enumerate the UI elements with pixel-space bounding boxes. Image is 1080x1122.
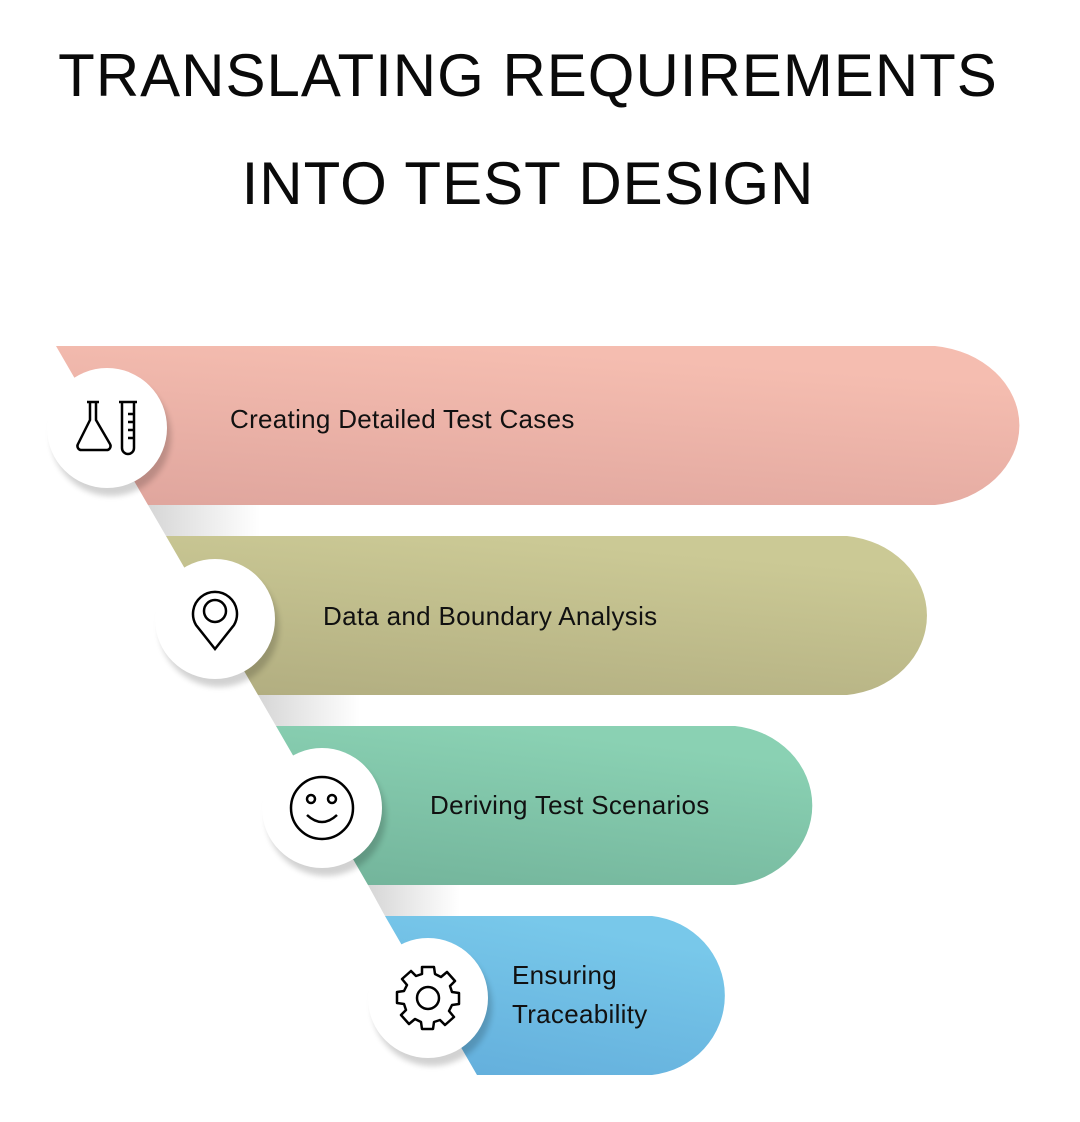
connector-band-1 — [148, 505, 260, 536]
step-icon-circle-1 — [47, 368, 167, 488]
title-line-2: INTO TEST DESIGN — [241, 150, 815, 217]
smiley-face-icon — [289, 775, 355, 841]
lab-flask-icon — [76, 400, 137, 456]
step-icon-circle-2 — [155, 559, 275, 679]
step-label-4-line-2: Traceability — [512, 999, 648, 1029]
step-label-2: Data and Boundary Analysis — [323, 601, 658, 631]
connector-band-2 — [258, 695, 360, 726]
step-bar-3 — [276, 726, 813, 885]
gear-icon — [395, 965, 461, 1031]
step-label-3: Deriving Test Scenarios — [430, 790, 710, 820]
step-bar-1 — [56, 346, 1020, 505]
step-icon-circle-4 — [368, 938, 488, 1058]
step-bar-2 — [166, 536, 927, 695]
location-pin-icon — [191, 590, 239, 651]
connector-band-3 — [368, 885, 460, 916]
step-label-4-line-1: Ensuring — [512, 960, 618, 990]
title-line-1: TRANSLATING REQUIREMENTS — [58, 42, 998, 109]
step-icon-circle-3 — [262, 748, 382, 868]
step-label-1: Creating Detailed Test Cases — [230, 404, 575, 434]
